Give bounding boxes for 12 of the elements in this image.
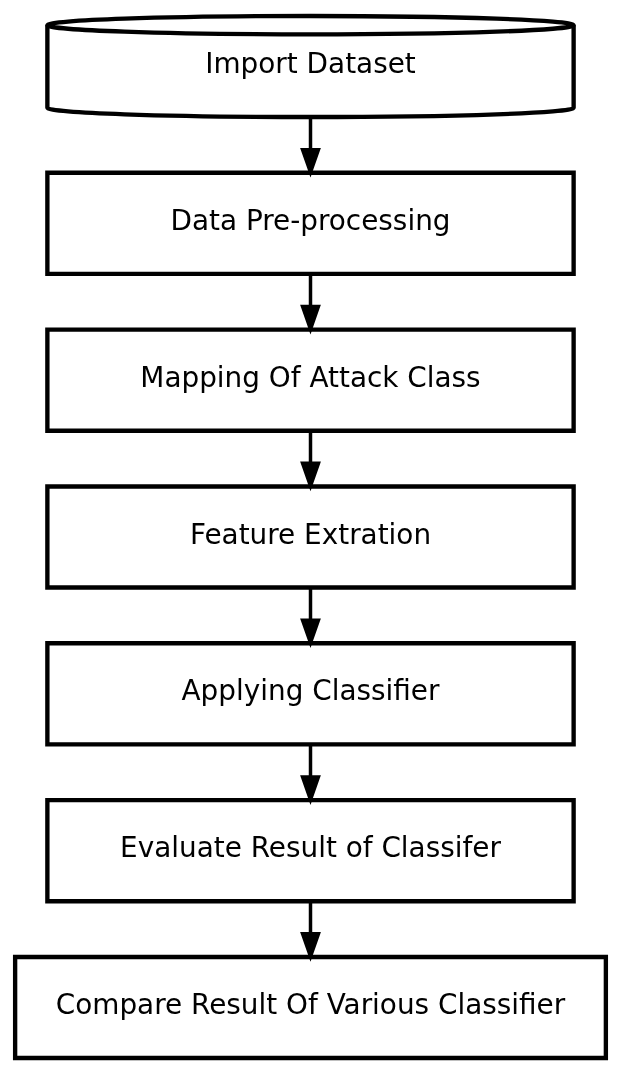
node-box: Feature Extration	[45, 483, 576, 590]
node-box: Compare Result Of Various Classifier	[12, 954, 609, 1060]
arrow	[300, 273, 321, 334]
arrow	[300, 744, 321, 805]
arrow	[300, 901, 321, 962]
arrow	[300, 117, 321, 178]
arrow	[300, 430, 321, 491]
node-box: Data Pre-processing	[45, 170, 576, 276]
node-box: Applying Classifier	[45, 640, 576, 747]
arrow	[300, 587, 321, 648]
node-box: Mapping Of Attack Class	[45, 326, 576, 433]
node-box: Evaluate Result of Classifer	[45, 797, 576, 903]
